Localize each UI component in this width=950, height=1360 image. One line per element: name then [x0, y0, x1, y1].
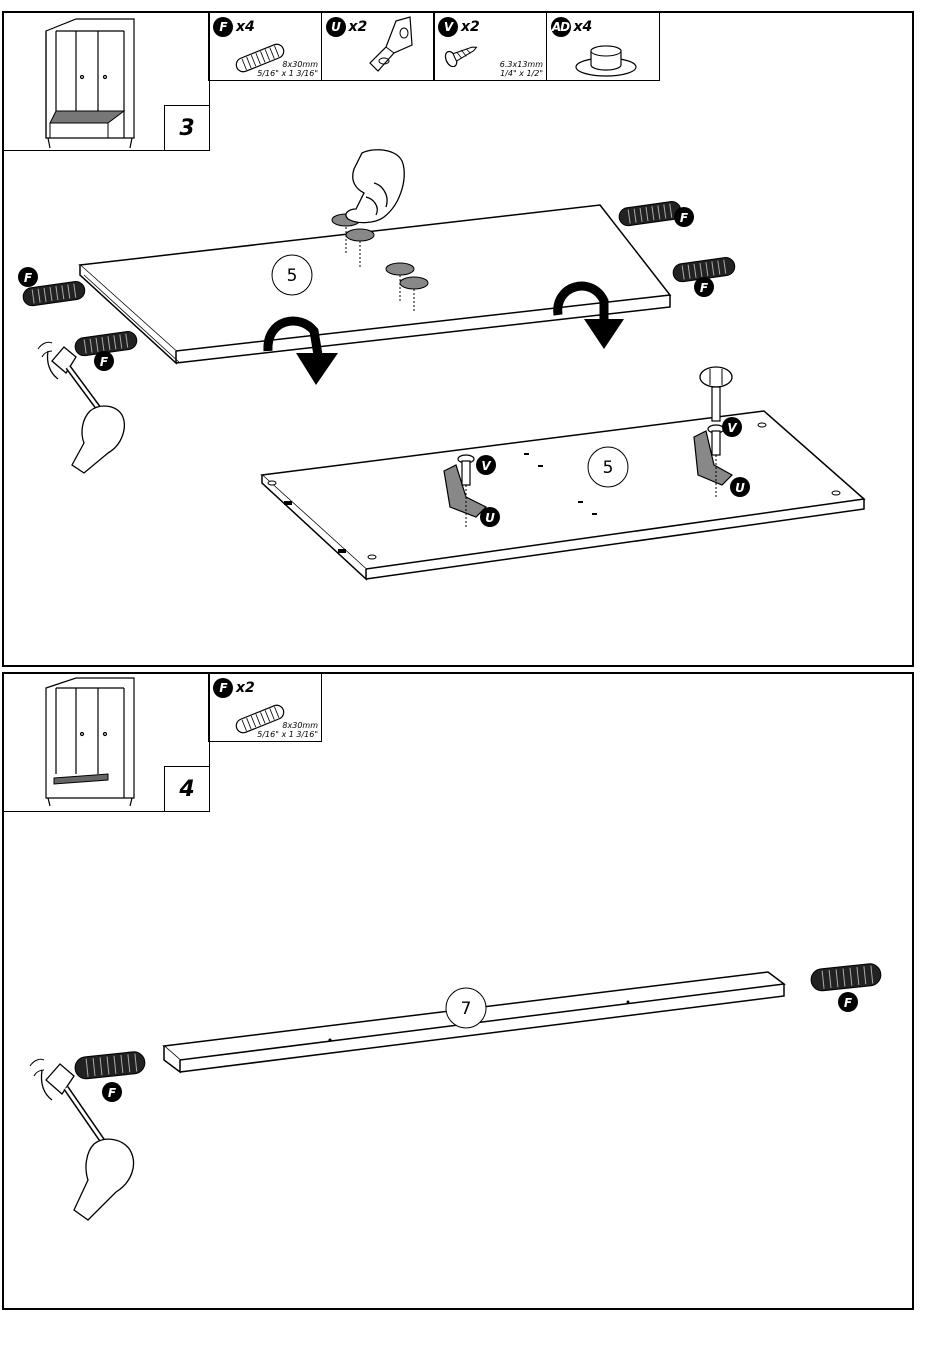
callout-letter: F: [844, 996, 853, 1010]
callout-letter: F: [24, 271, 33, 285]
board-5-flipped: [262, 411, 864, 579]
callout-letter: F: [680, 211, 689, 225]
hand-icon: [346, 150, 404, 223]
hand-icon: [74, 1139, 134, 1220]
step-4-illustration: 7 F F: [4, 674, 912, 1308]
board-label: 5: [603, 458, 614, 478]
hand-icon: [72, 406, 124, 473]
rail-label-circle: 7: [446, 988, 486, 1028]
callout-letter: U: [735, 481, 745, 495]
callout-letter: F: [100, 355, 109, 369]
step-3-illustration: 5 F F F F: [4, 13, 912, 665]
callout-letter: F: [108, 1086, 117, 1100]
callout-letter: F: [700, 281, 709, 295]
board-label: 5: [287, 266, 298, 286]
rail-label: 7: [461, 999, 472, 1019]
board-label-circle: 5: [588, 447, 628, 487]
callout-letter: U: [485, 511, 495, 525]
board-label-circle: 5: [272, 255, 312, 295]
step-3-panel: 3 F x4 8x30mm 5/16: [2, 11, 914, 667]
step-4-panel: 4 F x2 8x30mm 5/16: [2, 672, 914, 1310]
screwdriver-icon: [700, 367, 732, 421]
